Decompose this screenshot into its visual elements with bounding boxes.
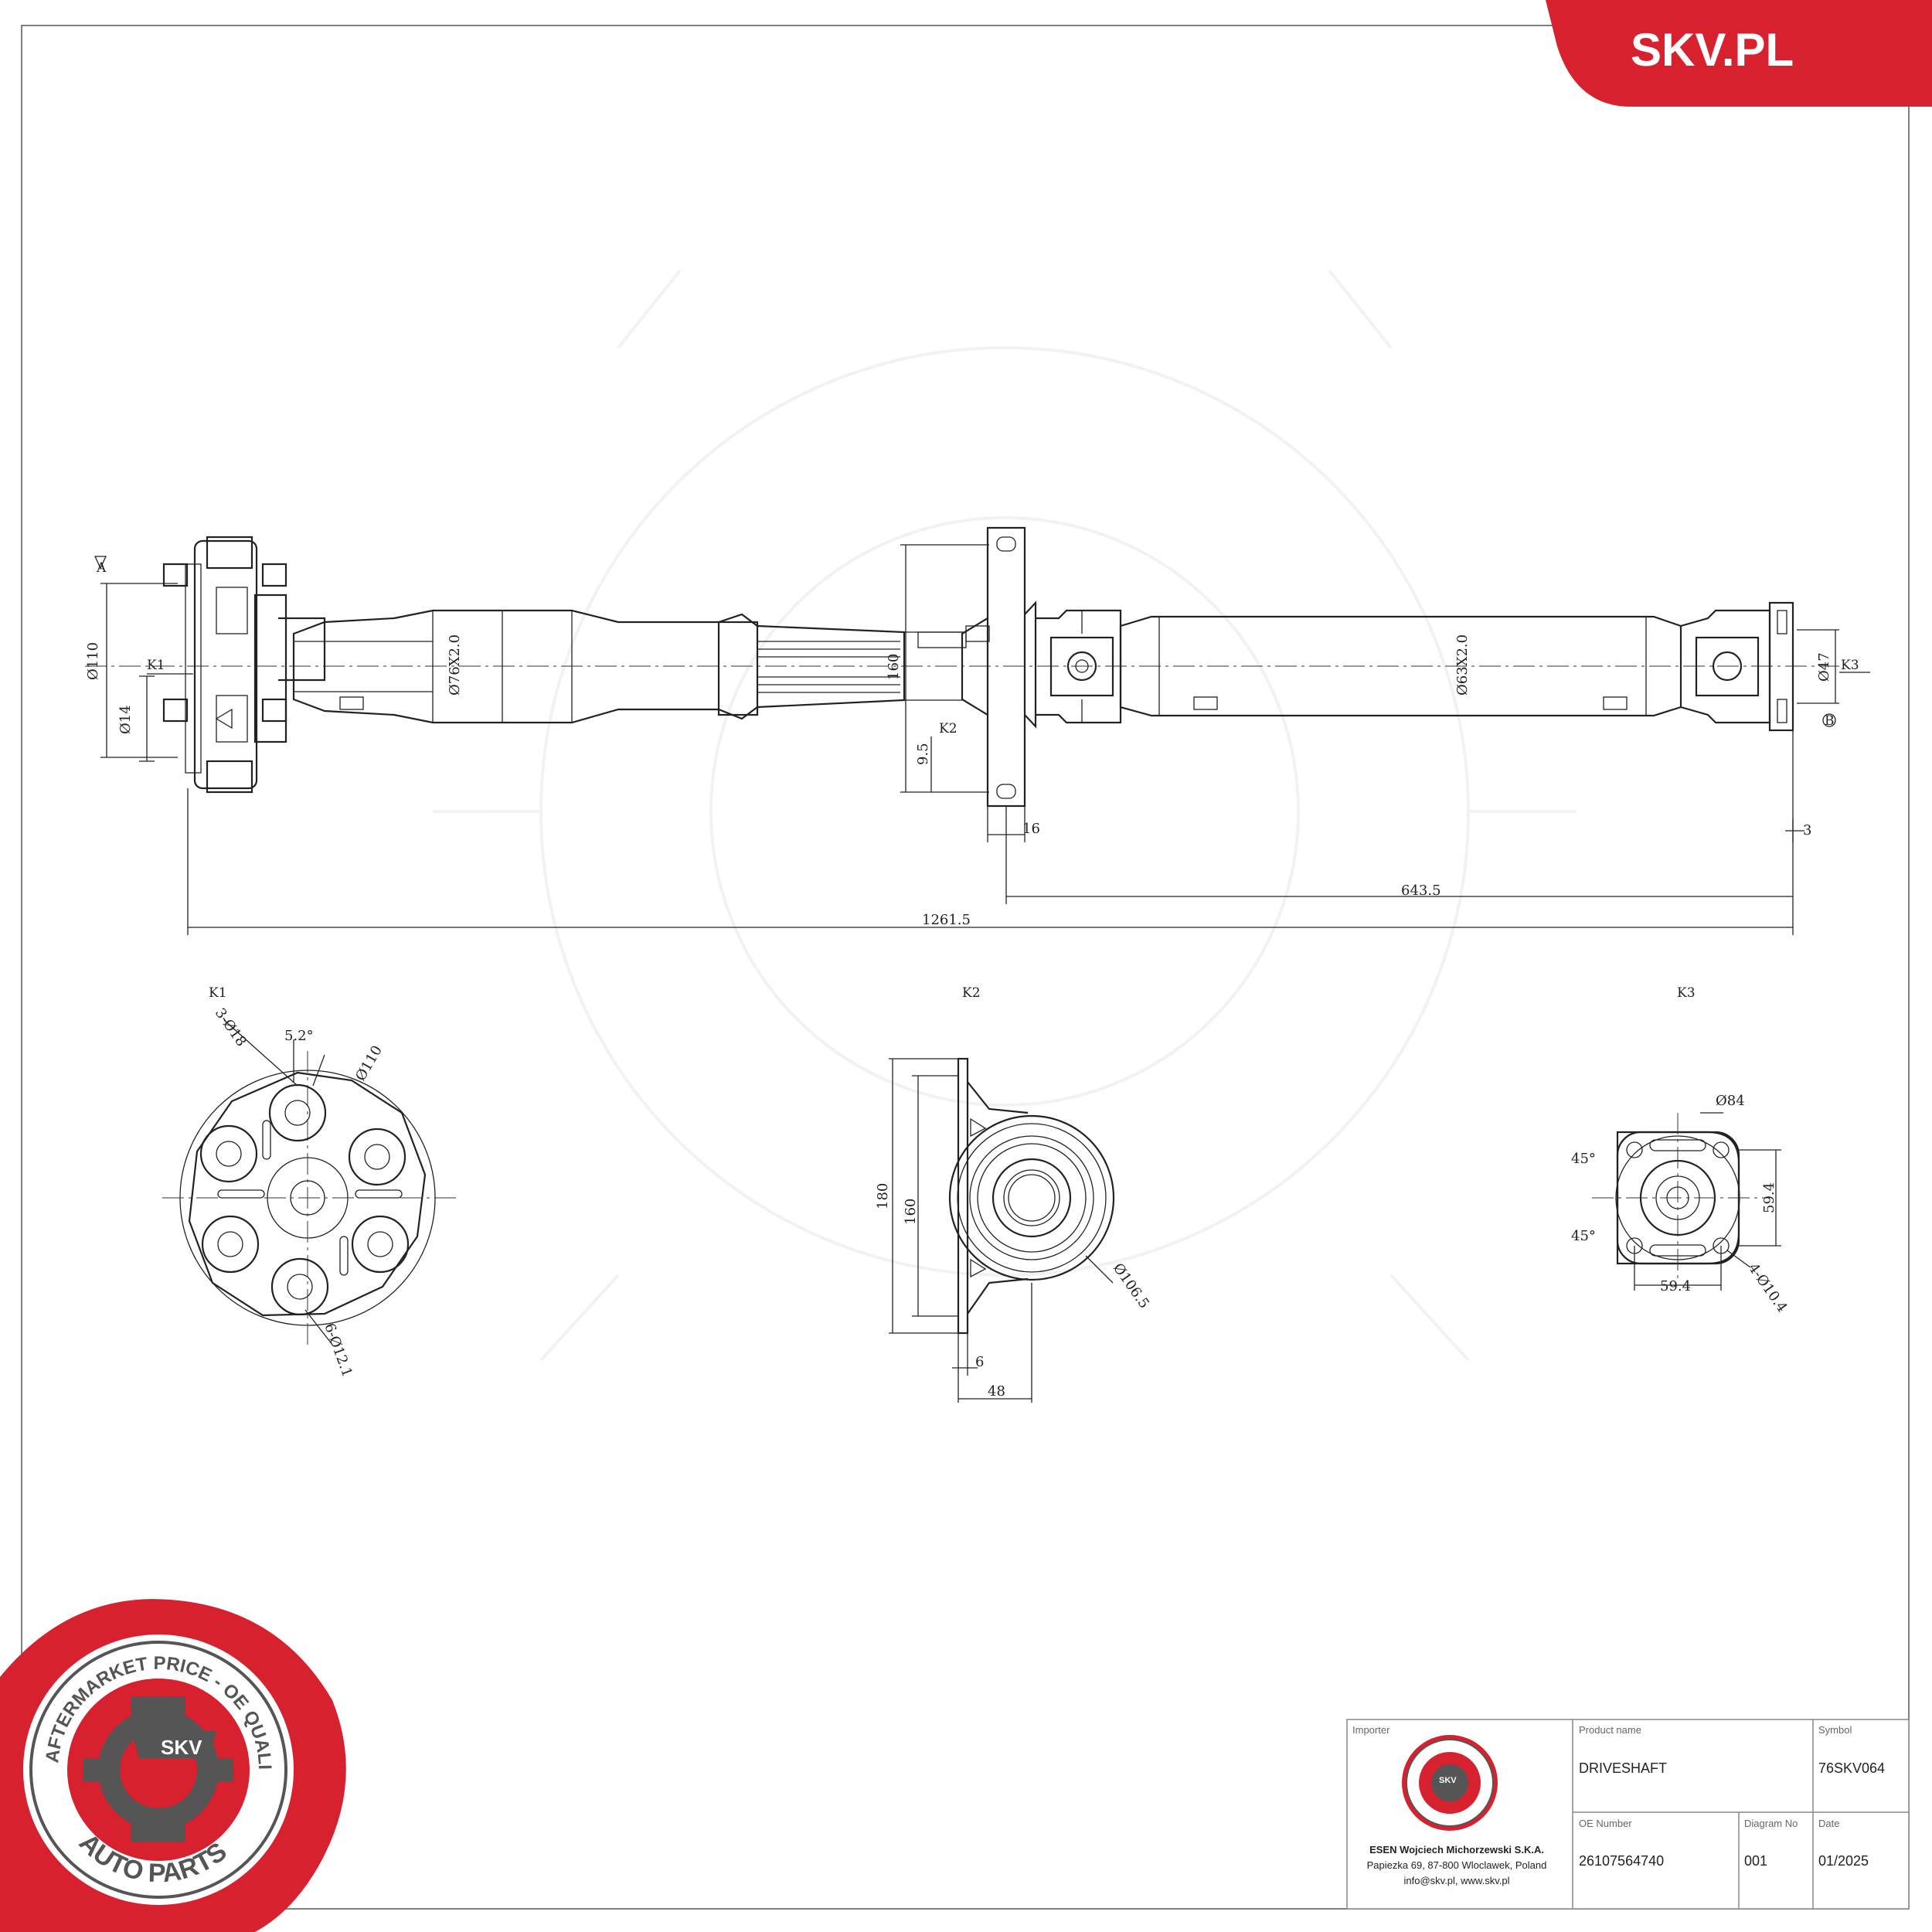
tb-symbol-caption: Symbol bbox=[1818, 1724, 1852, 1736]
datum-marker-b: B bbox=[1822, 713, 1836, 729]
dim-tube-front: Ø76X2.0 bbox=[447, 634, 463, 696]
tb-product-caption: Product name bbox=[1579, 1724, 1641, 1736]
k3-dim-d84: Ø84 bbox=[1716, 1093, 1745, 1109]
tb-date-value: 01/2025 bbox=[1818, 1853, 1869, 1869]
brand-tab-shape bbox=[1546, 0, 1932, 107]
brand-tab: SKV.PL bbox=[1546, 0, 1932, 107]
k3-dim-v594: 59.4 bbox=[1761, 1182, 1777, 1213]
k3-dim-a45top: 45° bbox=[1571, 1151, 1596, 1167]
dim-h160: 160 bbox=[886, 654, 902, 680]
k2-dim-d1065: Ø106.5 bbox=[1110, 1260, 1152, 1311]
dimension-lines bbox=[100, 544, 1870, 935]
tb-badge-logo: SKV bbox=[1402, 1735, 1498, 1831]
k2-dim-h180: 180 bbox=[875, 1183, 891, 1209]
watermark-gear-icon bbox=[433, 269, 1577, 1362]
view-k3-output-flange: K3 Ø84 45° 45° 59.4 59.4 4-Ø10.4 bbox=[1571, 985, 1791, 1315]
driveshaft-side-view: A B Ø110 Ø14 K1 Ø76X2.0 160 K2 9.5 16 Ø6… bbox=[85, 526, 1870, 935]
brand-badge: SKV AFTERMARKET PRICE - OE QUALITY AUTO … bbox=[0, 0, 346, 1932]
spline-section bbox=[717, 621, 900, 716]
badge-ring-text-top: AFTERMARKET PRICE - OE QUALITY bbox=[0, 0, 275, 1770]
tb-importer-caption: Importer bbox=[1352, 1724, 1390, 1736]
k1-dim-holes3: 3-Ø18 bbox=[212, 1005, 250, 1049]
view-k3-title: K3 bbox=[1677, 985, 1696, 1001]
k3-dim-h594: 59.4 bbox=[1660, 1278, 1691, 1294]
svg-text:B: B bbox=[1825, 713, 1835, 729]
tb-diagram-caption: Diagram No bbox=[1744, 1818, 1798, 1829]
dim-d110: Ø110 bbox=[85, 642, 101, 680]
dim-tube-rear: Ø63X2.0 bbox=[1454, 634, 1471, 696]
dim-t95: 9.5 bbox=[915, 743, 931, 765]
dim-d47: Ø47 bbox=[1816, 652, 1832, 682]
k2-dim-w6: 6 bbox=[975, 1354, 984, 1370]
tb-importer-name: ESEN Wojciech Michorzewski S.K.A. bbox=[1369, 1844, 1544, 1855]
marker-k2: K2 bbox=[939, 721, 957, 736]
sheet-frame bbox=[21, 25, 1910, 1910]
svg-text:A: A bbox=[96, 560, 107, 576]
tb-diagram-value: 001 bbox=[1744, 1853, 1767, 1869]
k1-dim-angle: 5.2° bbox=[284, 1028, 314, 1044]
dim-t3: 3 bbox=[1803, 822, 1811, 838]
k3-dim-a45bot: 45° bbox=[1571, 1228, 1596, 1244]
bolt-bosses bbox=[199, 1083, 410, 1316]
flex-coupling bbox=[162, 536, 326, 794]
svg-text:SKV: SKV bbox=[1439, 1776, 1457, 1785]
universal-joint-rear bbox=[1680, 601, 1794, 732]
badge-center-text: SKV bbox=[161, 1736, 202, 1759]
k1-dim-holes6: 6-Ø12.1 bbox=[321, 1321, 355, 1379]
view-k2-title: K2 bbox=[962, 985, 981, 1001]
marker-k1: K1 bbox=[147, 658, 165, 673]
slots bbox=[217, 1120, 403, 1276]
tb-oe-caption: OE Number bbox=[1579, 1818, 1632, 1829]
tb-importer-contact: info@skv.pl, www.skv.pl bbox=[1404, 1875, 1510, 1886]
view-k2-center-bearing: K2 180 160 Ø106.5 6 48 bbox=[875, 985, 1152, 1403]
dim-w16: 16 bbox=[1022, 821, 1040, 837]
view-k1-title: K1 bbox=[209, 985, 227, 1001]
dim-l6435: 643.5 bbox=[1401, 883, 1441, 899]
tb-date-caption: Date bbox=[1818, 1818, 1839, 1829]
k1-dim-pcd: Ø110 bbox=[352, 1043, 386, 1083]
marker-k3: K3 bbox=[1841, 658, 1859, 673]
title-block: Importer SKV ESEN Wojciech Michorzewski … bbox=[1346, 1719, 1910, 1910]
datum-marker-a: A bbox=[94, 556, 107, 576]
brand-site-text: SKV.PL bbox=[1631, 24, 1794, 76]
k2-dim-w48: 48 bbox=[988, 1383, 1005, 1400]
k3-dim-holes4: 4-Ø10.4 bbox=[1745, 1260, 1791, 1315]
k2-dim-h160: 160 bbox=[903, 1199, 919, 1225]
center-bearing bbox=[904, 526, 1037, 808]
tb-oe-value: 26107564740 bbox=[1579, 1853, 1664, 1869]
tb-importer-address: Papiezka 69, 87-800 Wloclawek, Poland bbox=[1367, 1859, 1547, 1871]
tb-symbol-value: 76SKV064 bbox=[1818, 1760, 1885, 1776]
tb-product-value: DRIVESHAFT bbox=[1579, 1760, 1667, 1776]
view-k1-flex-disc: K1 3-Ø18 5.2° Ø110 6-Ø12.1 bbox=[162, 985, 456, 1379]
dim-l12615: 1261.5 bbox=[922, 912, 971, 928]
dim-d14: Ø14 bbox=[117, 705, 134, 734]
